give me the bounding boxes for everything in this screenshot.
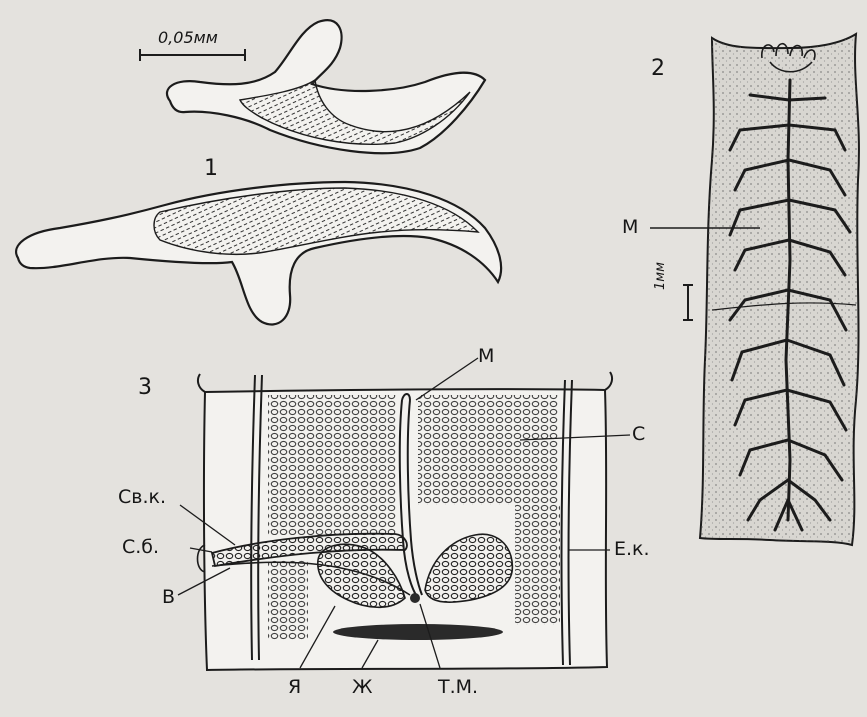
proglottid-strip xyxy=(650,34,859,545)
hook-lower xyxy=(16,182,501,324)
scale-bar-fig2 xyxy=(683,285,693,320)
label-ek: Е.к. xyxy=(614,540,650,559)
label-sb: С.б. xyxy=(122,538,159,557)
scale-label-fig2: 1мм xyxy=(654,262,667,290)
label-m: М xyxy=(478,347,494,366)
label-zh: Ж xyxy=(352,678,372,697)
figure-number-3: 3 xyxy=(138,377,152,399)
label-ya: Я xyxy=(288,678,301,697)
label-tm: Т.М. xyxy=(438,678,478,697)
figure-number-2: 2 xyxy=(651,58,665,80)
label-fig2-m: М xyxy=(622,218,638,237)
figure-number-1: 1 xyxy=(204,158,218,180)
label-svk: Св.к. xyxy=(118,488,166,507)
scale-bar-fig1 xyxy=(140,49,245,61)
label-s: С xyxy=(632,425,645,444)
label-v: В xyxy=(162,588,175,607)
scale-label-fig1: 0,05мм xyxy=(158,30,218,46)
mature-proglottid xyxy=(178,358,630,670)
